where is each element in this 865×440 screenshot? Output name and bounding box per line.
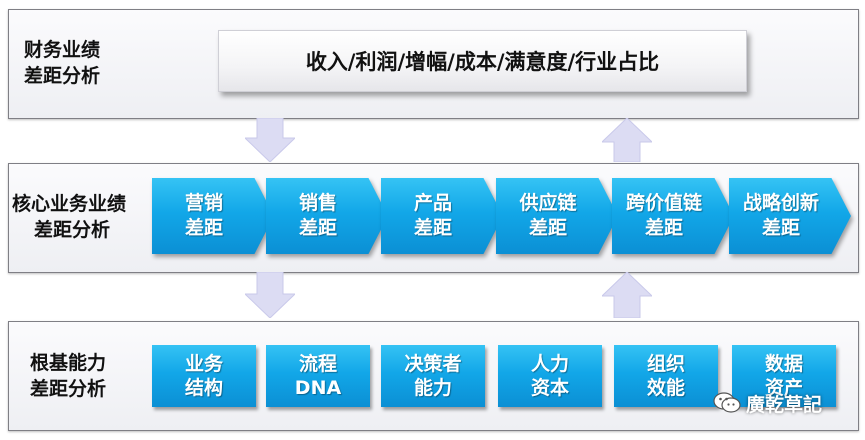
chevron-supply-chain-gap: 供应链 差距 xyxy=(496,178,618,254)
chevron-line2: 差距 xyxy=(184,217,223,239)
chevron-line1: 供应链 xyxy=(519,192,577,214)
core-label-line2: 差距分析 xyxy=(34,219,111,241)
chevron-line1: 战略创新 xyxy=(742,192,819,214)
financial-layer-label: 财务业绩 差距分析 xyxy=(24,37,100,89)
box-line1: 业务 xyxy=(184,353,223,375)
box-line1: 数据 xyxy=(764,353,803,375)
box-line1: 组织 xyxy=(646,353,685,375)
box-human-capital: 人力 资本 xyxy=(498,345,602,407)
box-line2: 效能 xyxy=(646,377,685,399)
chevron-line2: 差距 xyxy=(761,217,800,239)
wechat-watermark: 廣乾草記 xyxy=(712,388,822,418)
box-line1: 人力 xyxy=(530,353,569,375)
box-line2: 结构 xyxy=(184,377,223,399)
box-line1: 流程 xyxy=(298,353,337,375)
box-organizational-effectiveness: 组织 效能 xyxy=(614,345,718,407)
chevron-line1: 销售 xyxy=(298,192,337,214)
box-business-structure: 业务 结构 xyxy=(152,345,256,407)
arrow-down-icon xyxy=(245,272,295,318)
chevron-line1: 跨价值链 xyxy=(625,192,702,214)
financial-label-line1: 财务业绩 xyxy=(24,39,101,61)
box-decision-maker-ability: 决策者 能力 xyxy=(381,345,485,407)
chevron-line2: 差距 xyxy=(298,217,337,239)
wechat-icon xyxy=(713,392,741,413)
watermark-text: 廣乾草記 xyxy=(746,393,823,416)
core-layer-label: 核心业务业绩 差距分析 xyxy=(12,191,126,243)
box-line2: 资本 xyxy=(530,377,569,399)
box-line2: 资产 xyxy=(764,377,803,399)
foundation-label-line2: 差距分析 xyxy=(30,378,107,400)
chevron-marketing-gap: 营销 差距 xyxy=(152,178,274,254)
box-line2: DNA xyxy=(294,377,342,399)
chevron-line2: 差距 xyxy=(644,217,683,239)
financial-metrics-box: 收入/利润/增幅/成本/满意度/行业占比 xyxy=(218,30,747,92)
arrow-up-icon xyxy=(602,118,652,162)
chevron-line1: 产品 xyxy=(413,192,452,214)
arrow-up-icon xyxy=(602,272,652,318)
chevron-cross-value-chain-gap: 跨价值链 差距 xyxy=(612,178,734,254)
foundation-layer-label: 根基能力 差距分析 xyxy=(30,350,106,402)
chevron-strategic-innovation-gap: 战略创新 差距 xyxy=(729,178,851,254)
financial-label-line2: 差距分析 xyxy=(24,65,101,87)
chevron-product-gap: 产品 差距 xyxy=(381,178,503,254)
chevron-line2: 差距 xyxy=(413,217,452,239)
foundation-label-line1: 根基能力 xyxy=(30,352,107,374)
core-label-line1: 核心业务业绩 xyxy=(12,193,127,215)
chevron-sales-gap: 销售 差距 xyxy=(266,178,388,254)
box-data-assets: 数据 资产 xyxy=(732,345,836,407)
financial-metrics-text: 收入/利润/增幅/成本/满意度/行业占比 xyxy=(305,50,660,74)
arrow-down-icon xyxy=(245,118,295,162)
box-process-dna: 流程 DNA xyxy=(266,345,370,407)
chevron-line1: 营销 xyxy=(184,192,223,214)
box-line1: 决策者 xyxy=(404,353,462,375)
box-line2: 能力 xyxy=(413,377,452,399)
chevron-line2: 差距 xyxy=(528,217,567,239)
